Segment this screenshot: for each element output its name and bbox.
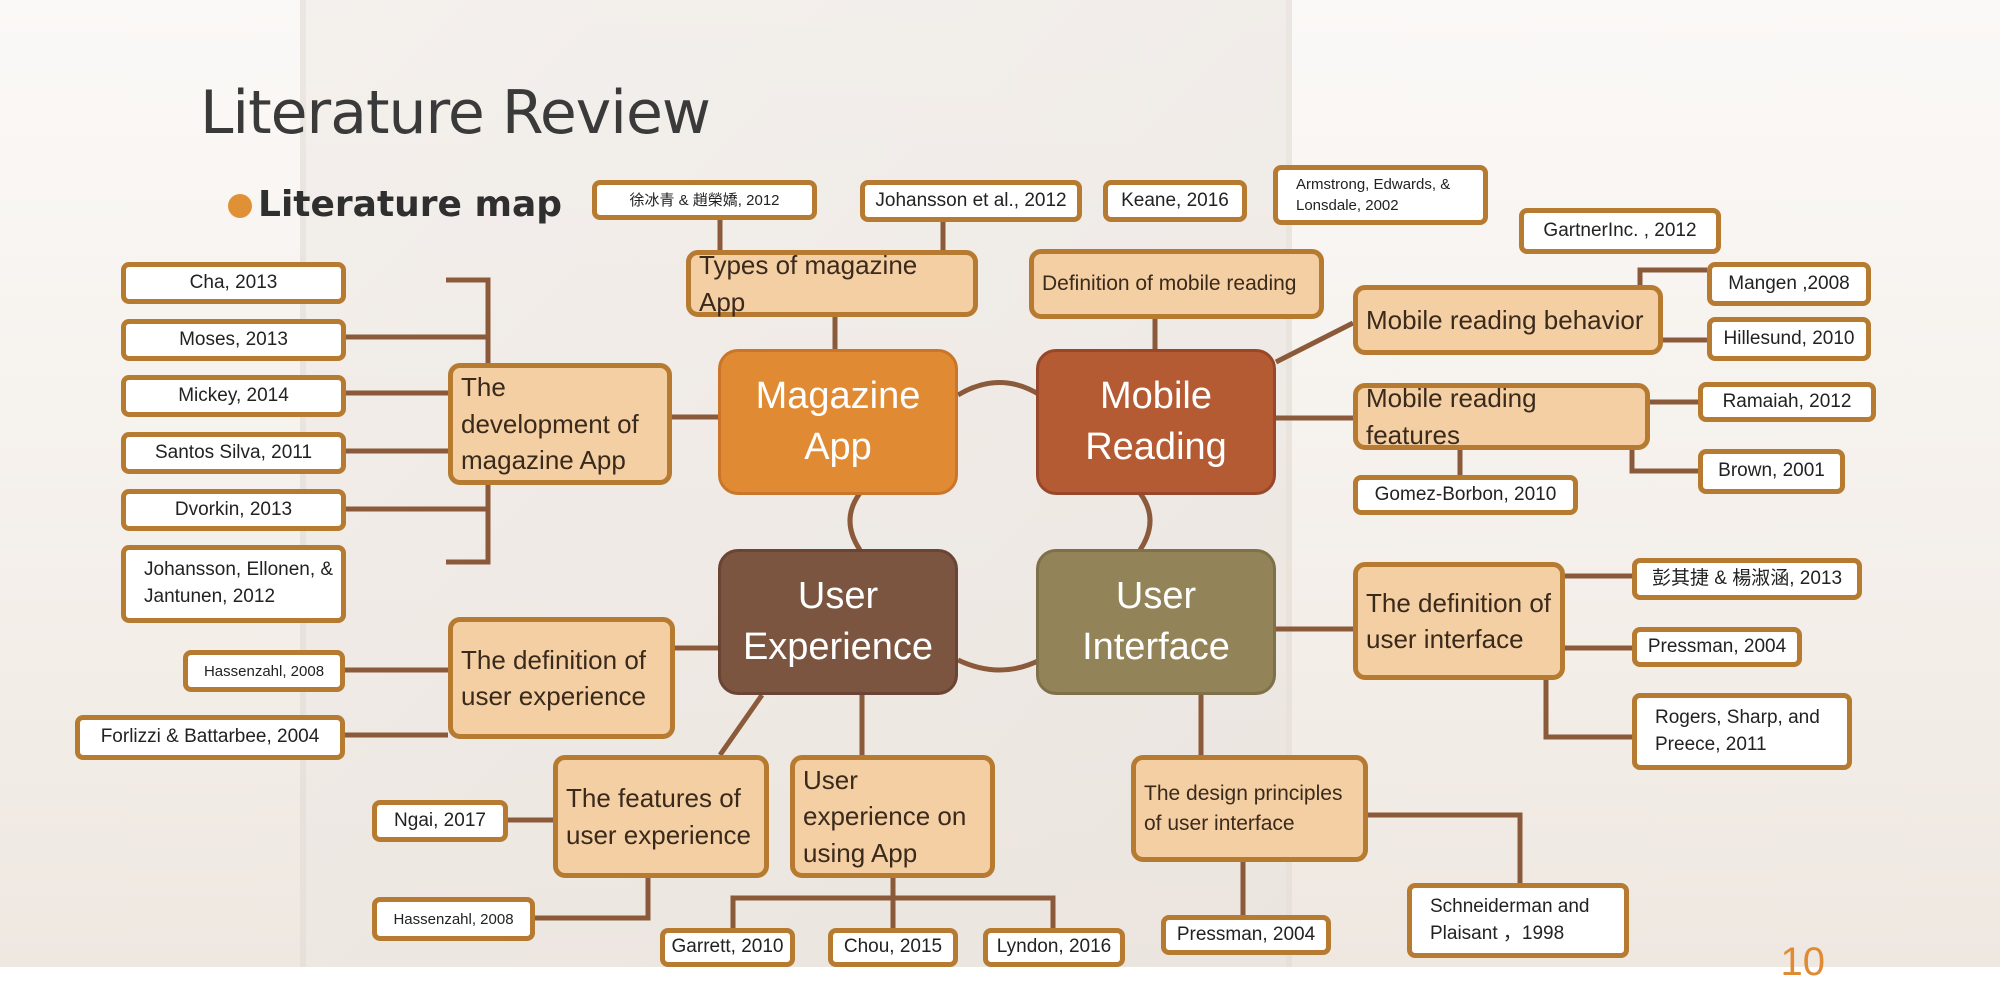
topic-features-user-experience: The features of user experience xyxy=(553,755,769,878)
ref-xu-zhao-2012: 徐冰青 & 趙榮嬌, 2012 xyxy=(592,180,817,220)
ref-garrett-2010: Garrett, 2010 xyxy=(660,928,795,967)
ref-johansson-ellonen-2012: Johansson, Ellonen, & Jantunen, 2012 xyxy=(121,545,346,623)
topic-design-principles-ui: The design principles of user interface xyxy=(1131,755,1368,862)
page-number: 10 xyxy=(1780,940,1826,984)
topic-mobile-reading-behavior: Mobile reading behavior xyxy=(1353,285,1663,355)
bullet-dot xyxy=(228,194,252,218)
ref-gomez-2010: Gomez-Borbon, 2010 xyxy=(1353,475,1578,515)
ref-mickey-2014: Mickey, 2014 xyxy=(121,375,346,417)
ref-gartner-2012: GartnerInc. , 2012 xyxy=(1519,208,1721,254)
ref-keane-2016: Keane, 2016 xyxy=(1103,180,1247,222)
topic-definition-mobile-reading: Definition of mobile reading xyxy=(1029,249,1324,319)
hub-ring xyxy=(847,380,1153,673)
ref-pressman-2004-b: Pressman, 2004 xyxy=(1161,915,1331,955)
ref-hillesund-2010: Hillesund, 2010 xyxy=(1707,317,1871,361)
topic-definition-user-interface: The definition of user interface xyxy=(1353,562,1565,680)
hub-user-interface: User Interface xyxy=(1036,549,1276,695)
ref-schneiderman-1998: Schneiderman and Plaisant ，1998 xyxy=(1407,883,1629,958)
ref-moses-2013: Moses, 2013 xyxy=(121,319,346,361)
ref-armstrong-2002: Armstrong, Edwards, & Lonsdale, 2002 xyxy=(1273,165,1488,225)
section-subtitle: Literature map xyxy=(258,184,563,225)
ref-rogers-2011: Rogers, Sharp, and Preece, 2011 xyxy=(1632,693,1852,770)
topic-mobile-reading-features: Mobile reading features xyxy=(1353,383,1650,450)
hub-user-experience: User Experience xyxy=(718,549,958,695)
topic-ux-using-app: User experience on using App xyxy=(790,755,995,878)
ref-hassenzahl-2008-a: Hassenzahl, 2008 xyxy=(183,650,345,692)
ref-ramaiah-2012: Ramaiah, 2012 xyxy=(1698,382,1876,422)
ref-hassenzahl-2008-b: Hassenzahl, 2008 xyxy=(372,897,535,941)
connector-features-ux xyxy=(717,693,765,757)
hub-magazine-app: Magazine App xyxy=(718,349,958,495)
page-title: Literature Review xyxy=(200,78,711,148)
ref-brown-2001: Brown, 2001 xyxy=(1698,449,1845,494)
ref-ngai-2017: Ngai, 2017 xyxy=(372,800,508,842)
ref-santos-2011: Santos Silva, 2011 xyxy=(121,432,346,474)
ref-pressman-2004-a: Pressman, 2004 xyxy=(1632,627,1802,667)
hub-mobile-reading: Mobile Reading xyxy=(1036,349,1276,495)
ref-forlizzi-2004: Forlizzi & Battarbee, 2004 xyxy=(75,715,345,760)
topic-development-magazine-app: The development of magazine App xyxy=(448,363,672,485)
ref-peng-yang-2013: 彭其捷 & 楊淑涵, 2013 xyxy=(1632,558,1862,600)
ref-dvorkin-2013: Dvorkin, 2013 xyxy=(121,489,346,531)
ref-johansson-2012: Johansson et al., 2012 xyxy=(860,180,1082,222)
ref-chou-2015: Chou, 2015 xyxy=(828,928,958,967)
connector-behavior xyxy=(1274,320,1355,365)
topic-definition-user-experience: The definition of user experience xyxy=(448,617,675,739)
ref-mangen-2008: Mangen ,2008 xyxy=(1707,262,1871,306)
ref-cha-2013: Cha, 2013 xyxy=(121,262,346,304)
ref-lyndon-2016: Lyndon, 2016 xyxy=(983,928,1125,967)
topic-types-magazine-app: Types of magazine App xyxy=(686,250,978,317)
